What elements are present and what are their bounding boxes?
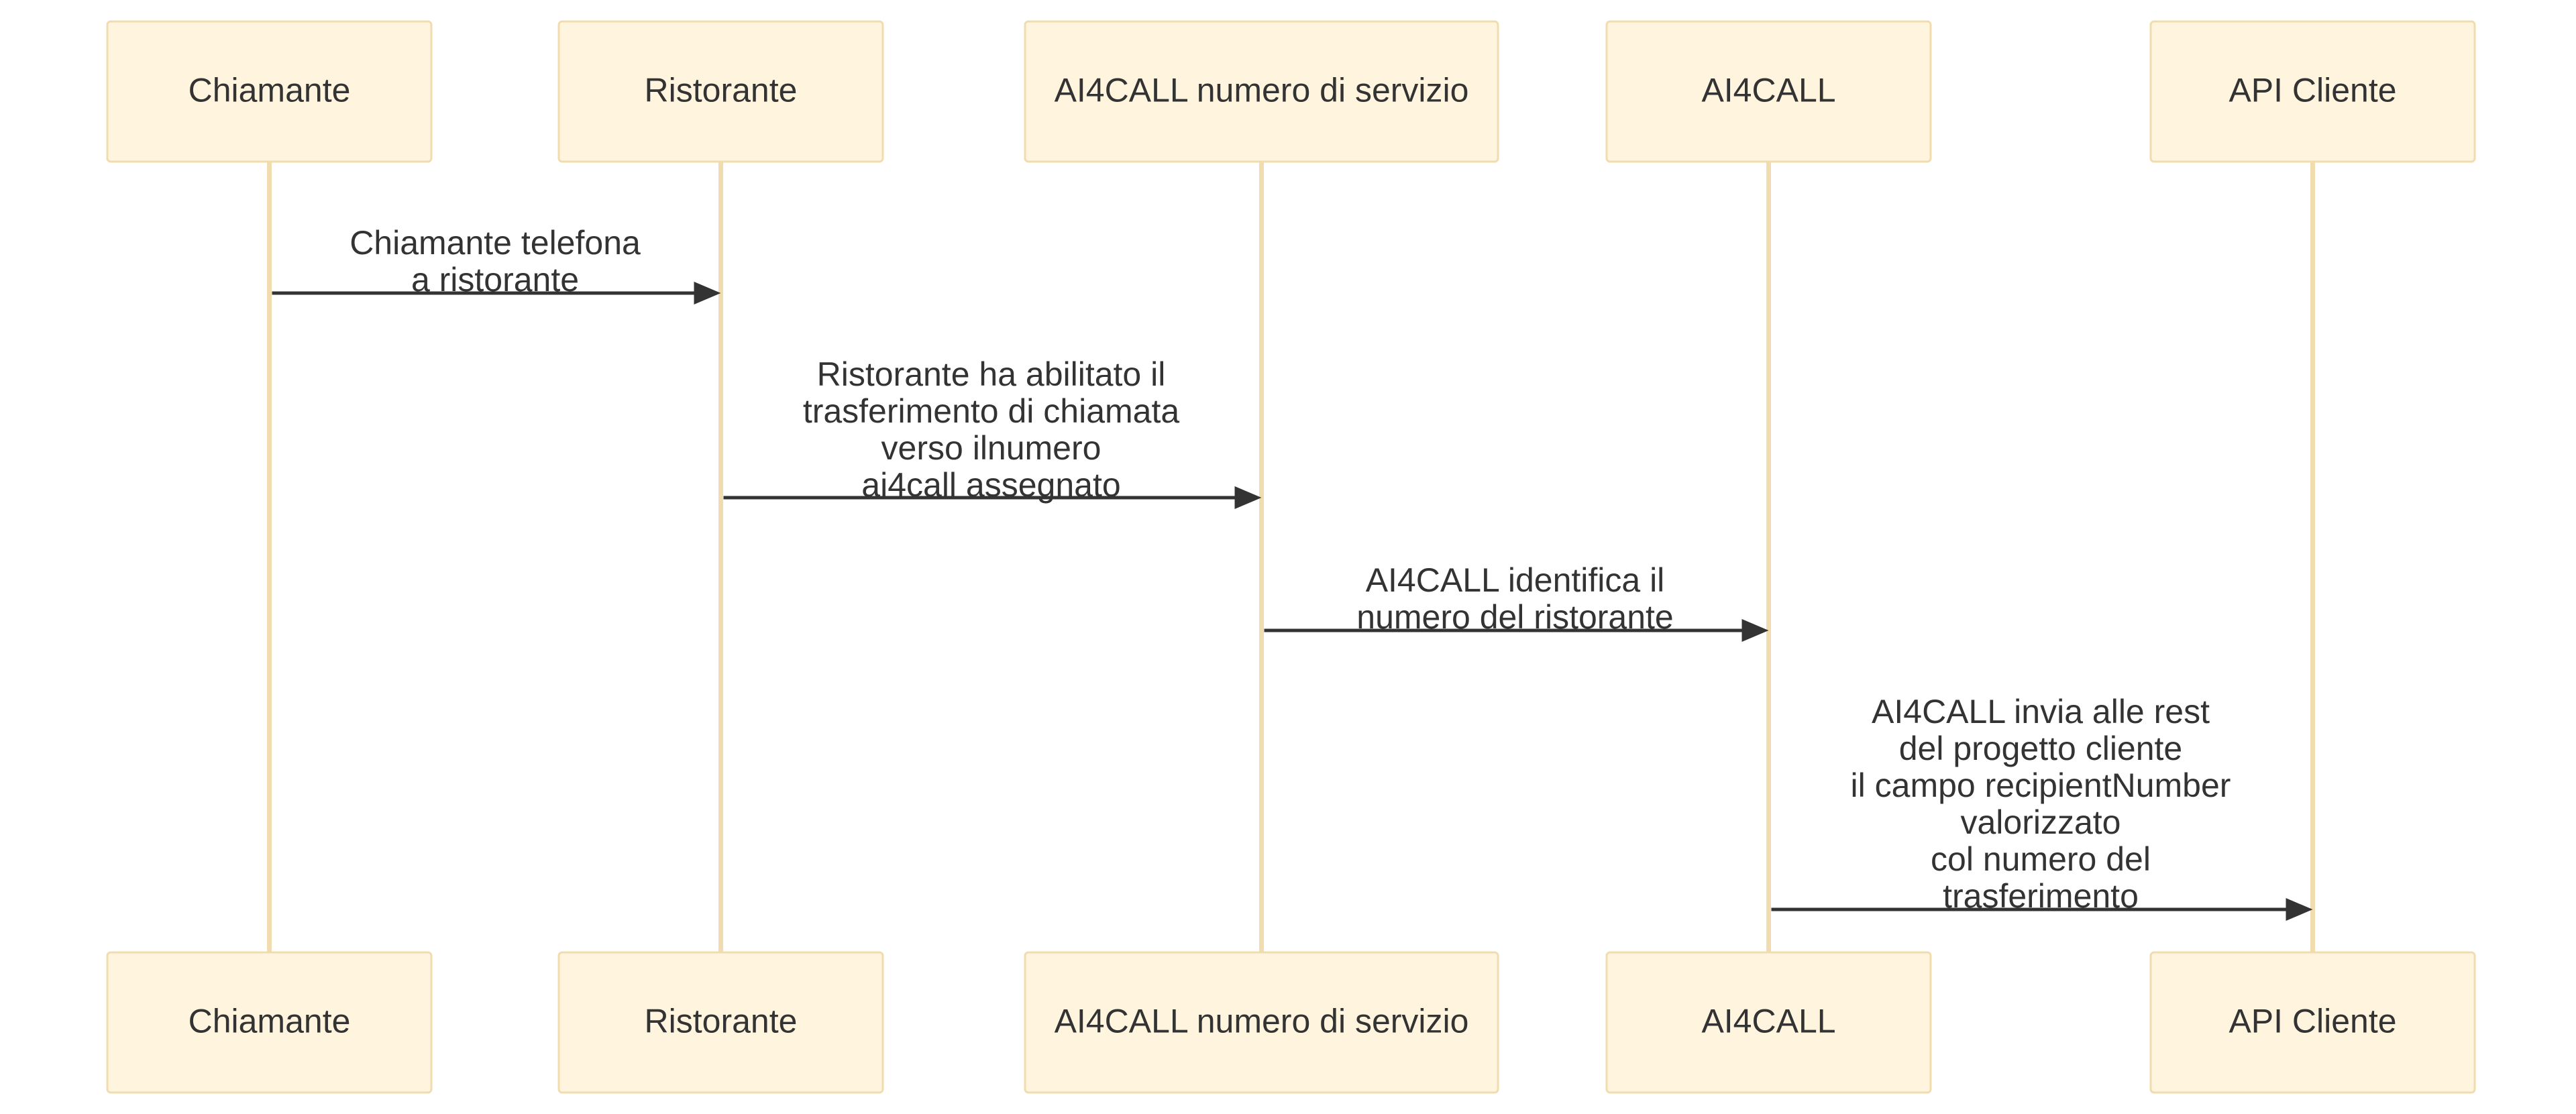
- actor-label: AI4CALL numero di servizio: [1055, 72, 1469, 109]
- actor-label: Ristorante: [645, 72, 798, 109]
- message-text-line: AI4CALL invia alle rest: [1872, 693, 2210, 730]
- actor-label: Ristorante: [645, 1003, 798, 1040]
- message-text-line: Chiamante telefona: [350, 224, 641, 262]
- message-3: AI4CALL identifica ilnumero del ristoran…: [1264, 561, 1769, 642]
- message-text-line: trasferimento di chiamata: [803, 392, 1180, 430]
- actor-ai4call-numero-bottom: AI4CALL numero di servizio: [1024, 951, 1499, 1094]
- actor-chiamante-bottom: Chiamante: [106, 951, 433, 1094]
- actor-api-cliente-bottom: API Cliente: [2149, 951, 2476, 1094]
- actor-label: Chiamante: [189, 72, 351, 109]
- actor-label: Chiamante: [189, 1003, 351, 1040]
- actor-box: [106, 20, 433, 163]
- message-text-line: col numero del: [1931, 840, 2151, 878]
- actor-label: API Cliente: [2229, 72, 2396, 109]
- actor-box: [1605, 20, 1932, 163]
- actor-label: AI4CALL: [1701, 1003, 1835, 1040]
- actor-box: [2149, 951, 2476, 1094]
- actor-box: [1024, 951, 1499, 1094]
- actor-ai4call-bottom: AI4CALL: [1605, 951, 1932, 1094]
- lifelines: [267, 162, 2315, 952]
- actor-api-cliente-top: API Cliente: [2149, 20, 2476, 163]
- actor-chiamante-top: Chiamante: [106, 20, 433, 163]
- actor-box: [557, 951, 884, 1094]
- message-text-line: AI4CALL identifica il: [1366, 561, 1665, 599]
- message-text-line: a ristorante: [411, 261, 579, 298]
- message-arrow-head: [2286, 898, 2313, 921]
- actor-ristorante-top: Ristorante: [557, 20, 884, 163]
- message-text-line: il campo recipientNumber: [1851, 767, 2231, 804]
- actor-label: AI4CALL: [1701, 72, 1835, 109]
- actor-label: AI4CALL numero di servizio: [1055, 1003, 1469, 1040]
- actor-ai4call-top: AI4CALL: [1605, 20, 1932, 163]
- actor-box: [1024, 20, 1499, 163]
- message-arrow-head: [1234, 486, 1262, 509]
- message-text-line: numero del ristorante: [1356, 598, 1673, 636]
- message-arrow-head: [1741, 619, 1769, 642]
- message-text-line: ai4call assegnato: [861, 466, 1120, 504]
- message-2: Ristorante ha abilitato iltrasferimento …: [723, 355, 1262, 509]
- actor-box: [2149, 20, 2476, 163]
- actor-box: [557, 20, 884, 163]
- actor-box: [1605, 951, 1932, 1094]
- actor-box: [106, 951, 433, 1094]
- message-text-line: valorizzato: [1961, 803, 2121, 841]
- actors-top: Chiamante Ristorante AI4CALL numero di ser…: [106, 20, 2476, 163]
- message-text-line: del progetto cliente: [1899, 730, 2183, 767]
- message-text-line: Ristorante ha abilitato il: [817, 355, 1166, 393]
- actor-ai4call-numero-top: AI4CALL numero di servizio: [1024, 20, 1499, 163]
- actors-bottom: Chiamante Ristorante AI4CALL numero di ser…: [106, 951, 2476, 1094]
- actor-label: API Cliente: [2229, 1003, 2396, 1040]
- message-arrow-head: [694, 282, 721, 304]
- actor-ristorante-bottom: Ristorante: [557, 951, 884, 1094]
- message-text-line: verso ilnumero: [881, 429, 1102, 467]
- message-text-line: trasferimento: [1943, 877, 2139, 915]
